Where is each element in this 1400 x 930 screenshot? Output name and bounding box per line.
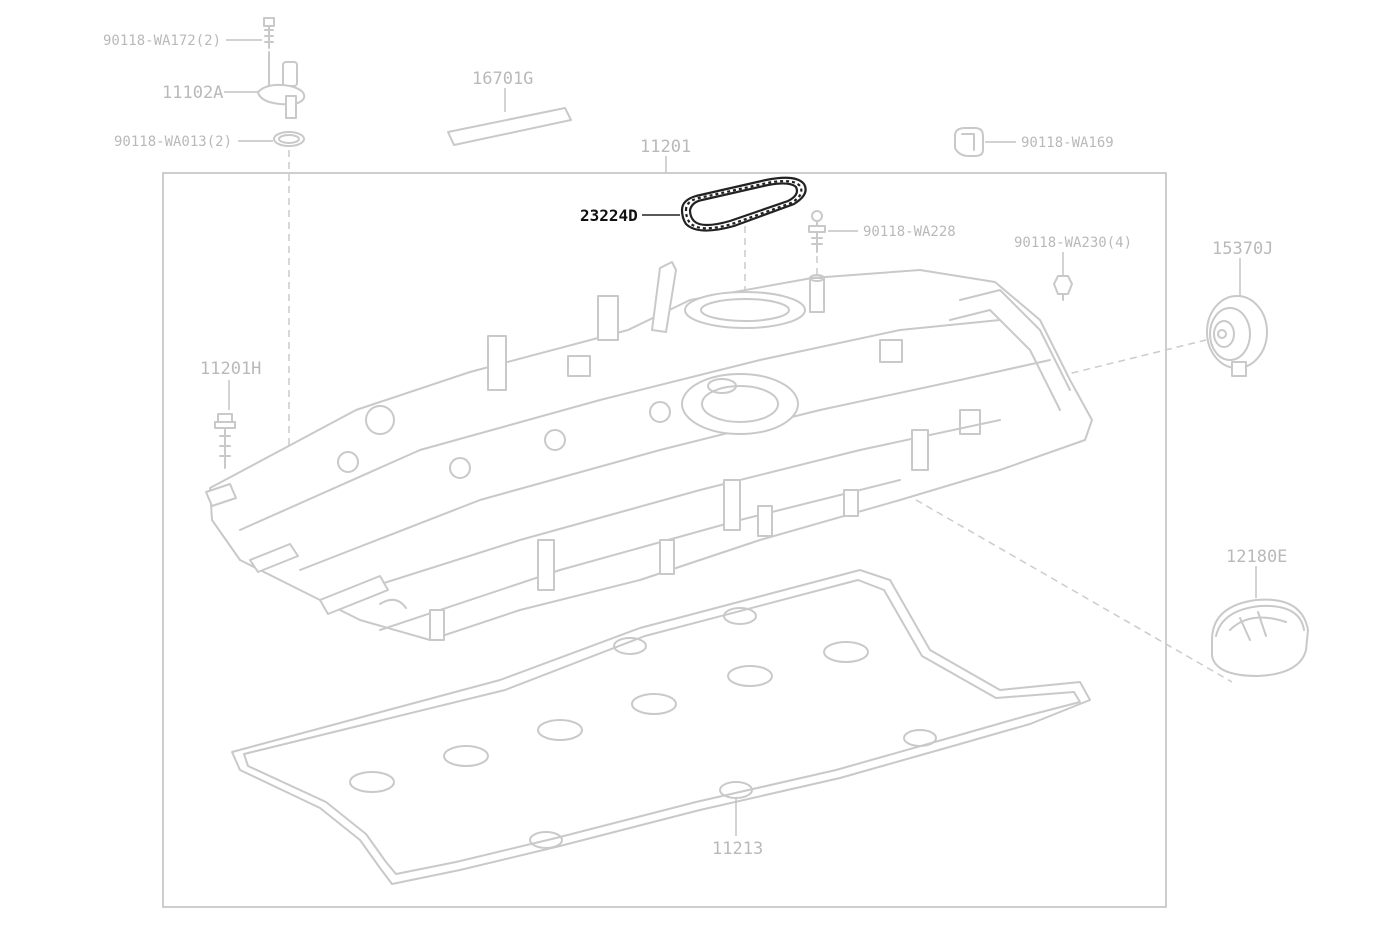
- label-sensor: 11102A: [162, 83, 223, 103]
- clip-2-part-icon[interactable]: [1053, 275, 1073, 301]
- label-strip: 16701G: [472, 69, 533, 89]
- label-bolt-2: 11201H: [200, 359, 261, 379]
- stud-part-icon[interactable]: [808, 210, 826, 253]
- label-clip-1: 90118-WA169: [1021, 135, 1114, 151]
- label-cover: 11201: [640, 137, 691, 157]
- valve-part-icon[interactable]: [1206, 295, 1268, 377]
- highlight-gasket-part-icon[interactable]: [680, 176, 807, 232]
- label-valve: 15370J: [1212, 239, 1273, 259]
- label-oring: 90118-WA013(2): [114, 134, 232, 150]
- label-clip-2: 90118-WA230(4): [1014, 235, 1132, 251]
- strip-part-icon[interactable]: [447, 107, 572, 146]
- bolt-part-icon[interactable]: [263, 17, 275, 49]
- label-bolt-1: 90118-WA172(2): [103, 33, 221, 49]
- main-gasket-part-icon[interactable]: [231, 569, 1091, 885]
- cylinder-head-cover-part-icon[interactable]: [205, 261, 1093, 641]
- sensor-part-icon[interactable]: [257, 51, 306, 119]
- clip-part-icon[interactable]: [954, 127, 984, 157]
- oring-part-icon[interactable]: [273, 131, 305, 147]
- label-gasket-highlight: 23224D: [580, 206, 638, 225]
- diagram-frame: [162, 172, 1167, 908]
- bolt-2-part-icon[interactable]: [214, 413, 236, 469]
- label-gasket-main: 11213: [712, 839, 763, 859]
- cap-part-icon[interactable]: [1211, 598, 1309, 677]
- label-cap: 12180E: [1226, 547, 1287, 567]
- label-stud: 90118-WA228: [863, 224, 956, 240]
